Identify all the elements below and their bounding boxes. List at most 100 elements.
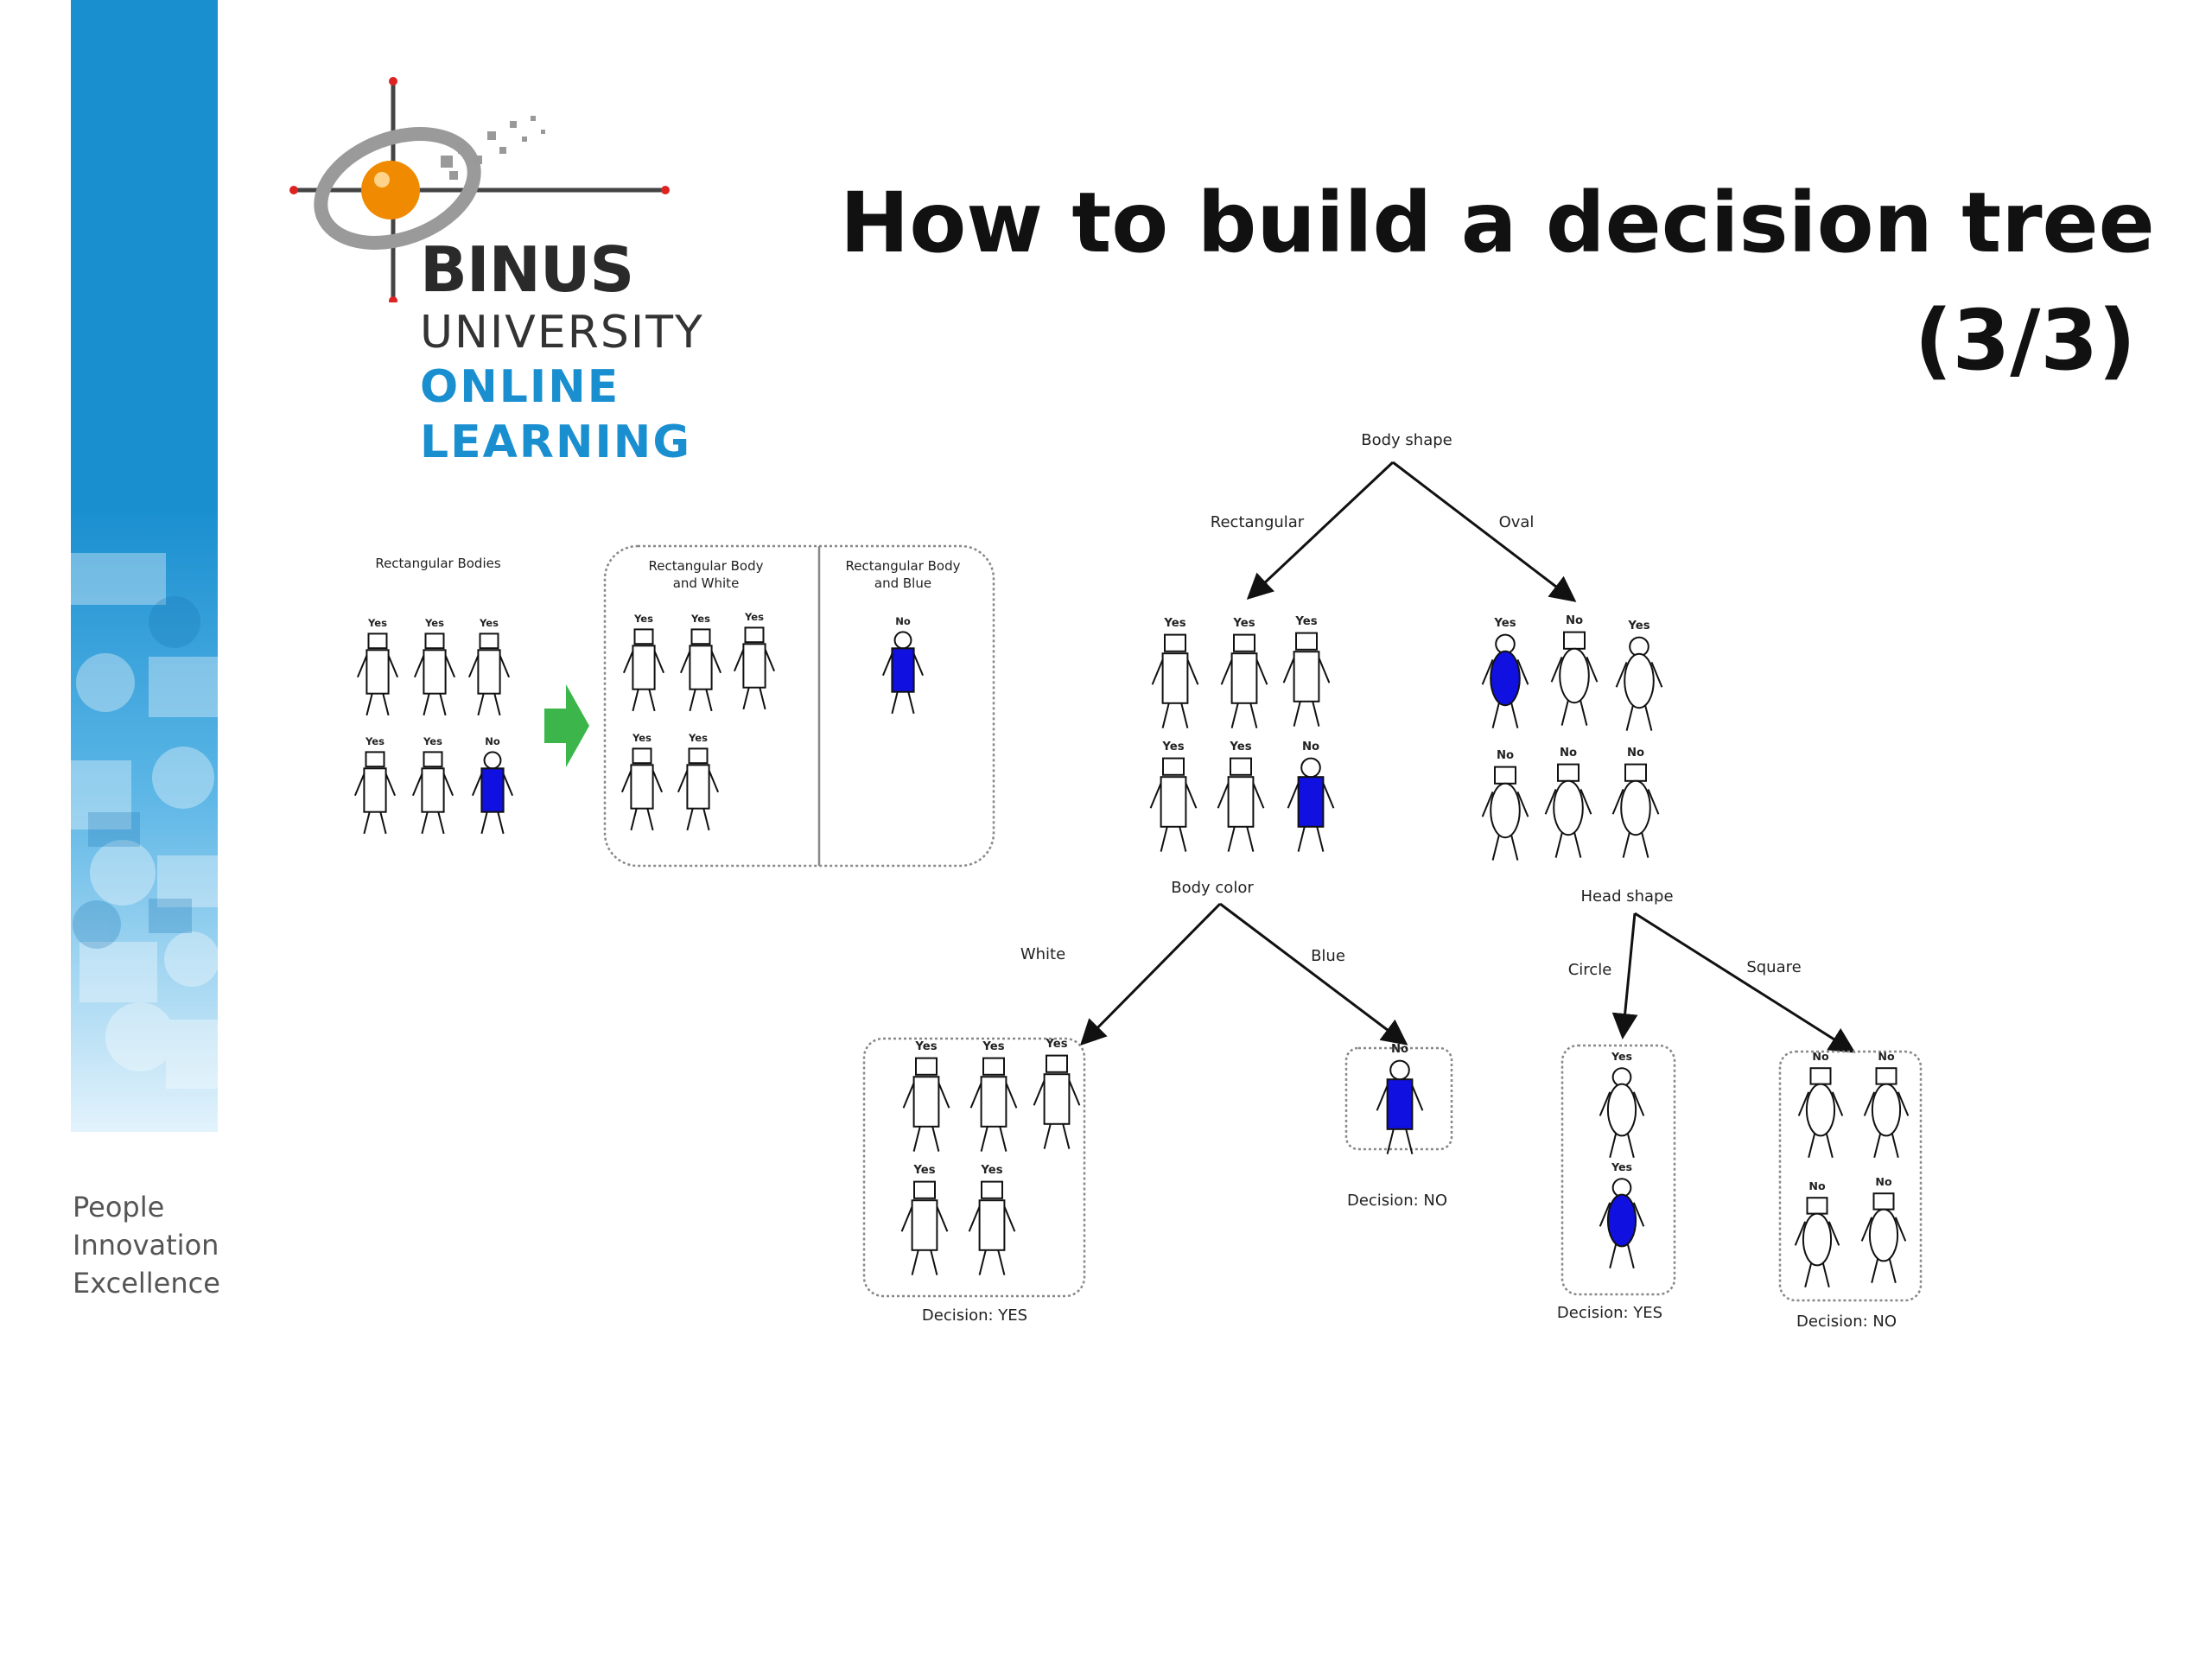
figure-label: Yes — [690, 613, 710, 625]
figure-head-square — [479, 632, 499, 650]
logo-binus-text: BINUS — [420, 233, 634, 306]
figure-label: Yes — [479, 617, 499, 629]
figure-arms — [411, 773, 454, 797]
figure-head-circle — [1300, 757, 1321, 779]
stick-figure: Yes — [622, 613, 665, 712]
figure-body-rect — [1161, 652, 1189, 704]
node-body-color: Body color — [1171, 879, 1254, 897]
figure-body-oval — [1606, 1083, 1637, 1137]
figure-label: Yes — [1232, 617, 1255, 630]
logo-emblem — [289, 77, 670, 302]
stick-figure: No — [1863, 1050, 1910, 1158]
figure-arms — [1599, 1091, 1645, 1116]
figure-label: No — [1627, 747, 1644, 760]
logo-university-text: UNIVERSITY — [420, 307, 704, 359]
figure-head-square — [424, 632, 445, 650]
figure-head-square — [1164, 633, 1186, 652]
figure-body-rect — [421, 767, 445, 813]
stick-figure: Yes — [1149, 741, 1198, 852]
figure-head-square — [915, 1057, 938, 1076]
figure-body-rect — [1227, 776, 1255, 828]
figure-arms — [1611, 789, 1660, 815]
figure-legs — [1625, 705, 1653, 731]
figure-head-square — [1046, 1054, 1068, 1073]
figure-legs — [632, 689, 656, 712]
figure-head-circle — [1389, 1059, 1410, 1081]
figure-body-oval — [1620, 779, 1651, 836]
tagline-line: Excellence — [73, 1267, 220, 1300]
figure-label: Yes — [1294, 615, 1317, 628]
figure-arms — [1794, 1221, 1840, 1246]
figure-body-oval — [1553, 779, 1584, 836]
figure-body-rect — [480, 767, 505, 813]
figure-arms — [1287, 783, 1335, 809]
figure-legs — [1873, 1133, 1899, 1158]
figure-arms — [353, 773, 397, 797]
figure-label: Yes — [1493, 617, 1516, 630]
figure-body-rect — [1043, 1073, 1071, 1125]
figure-legs — [1293, 701, 1320, 727]
node-head-shape: Head shape — [1580, 887, 1673, 906]
leaf-box-square — [1778, 1050, 1923, 1302]
figure-label: Yes — [1045, 1038, 1067, 1051]
edge-label-oval: Oval — [1499, 513, 1535, 531]
stick-figure: Yes — [620, 732, 664, 831]
figure-legs — [365, 693, 390, 716]
figure-label: Yes — [1611, 1160, 1632, 1173]
figure-body-rect — [980, 1076, 1007, 1128]
figure-legs — [421, 811, 445, 835]
figure-legs — [980, 1126, 1007, 1152]
figure-arms — [1860, 1217, 1907, 1242]
green-arrow-icon — [544, 684, 589, 767]
figure-body-oval — [1559, 647, 1590, 704]
figure-head-square — [1809, 1067, 1832, 1085]
figure-label: Yes — [423, 735, 442, 747]
figure-legs — [423, 693, 447, 716]
figure-body-rect — [742, 643, 766, 689]
decision-label: Decision: YES — [1557, 1304, 1662, 1322]
stick-figure: No — [1794, 1179, 1840, 1287]
figure-arms — [1282, 658, 1331, 683]
edge-bodycolor-blue — [1219, 902, 1408, 1046]
figure-label: Yes — [1229, 741, 1251, 753]
stick-figure: Yes — [1599, 1050, 1645, 1158]
figure-arms — [1797, 1091, 1844, 1116]
figure-legs — [477, 693, 501, 716]
figure-label: Yes — [744, 611, 764, 623]
figure-legs — [1161, 702, 1189, 728]
stick-figure: No — [1544, 747, 1592, 858]
edge-headshape-square — [1634, 912, 1856, 1053]
figure-head-square — [365, 751, 385, 768]
stick-figure: Yes — [902, 1040, 950, 1152]
figure-legs — [891, 691, 915, 715]
figure-arms — [620, 770, 664, 793]
figure-legs — [1808, 1133, 1834, 1158]
stick-figure: No — [1797, 1050, 1844, 1158]
figure-legs — [1491, 702, 1519, 728]
stick-figure: Yes — [356, 617, 399, 716]
figure-body-rect — [1297, 776, 1325, 828]
figure-legs — [911, 1249, 938, 1275]
stick-figure: No — [1611, 747, 1660, 858]
slide-title-line: How to build a decision tree — [840, 175, 2155, 271]
figure-legs — [1230, 702, 1258, 728]
edge-label-blue: Blue — [1311, 947, 1345, 965]
figure-head-square — [1162, 757, 1185, 776]
figure-body-rect — [477, 649, 501, 695]
logo-learning-text: LEARNING — [420, 416, 692, 468]
stick-figure: Yes — [969, 1040, 1018, 1152]
figure-head-square — [744, 626, 765, 644]
figure-body-rect — [423, 649, 447, 695]
figure-label: Yes — [980, 1164, 1002, 1177]
stick-figure: Yes — [1217, 741, 1265, 852]
figure-body-rect — [1160, 776, 1187, 828]
figure-legs — [1227, 826, 1255, 852]
edge-root-oval — [1392, 461, 1577, 602]
figure-head-square — [1563, 631, 1586, 650]
figure-legs — [978, 1249, 1006, 1275]
stick-figure: Yes — [353, 735, 397, 835]
figure-arms — [1033, 1080, 1081, 1106]
figure-label: No — [895, 615, 911, 627]
figure-legs — [1386, 1128, 1414, 1154]
